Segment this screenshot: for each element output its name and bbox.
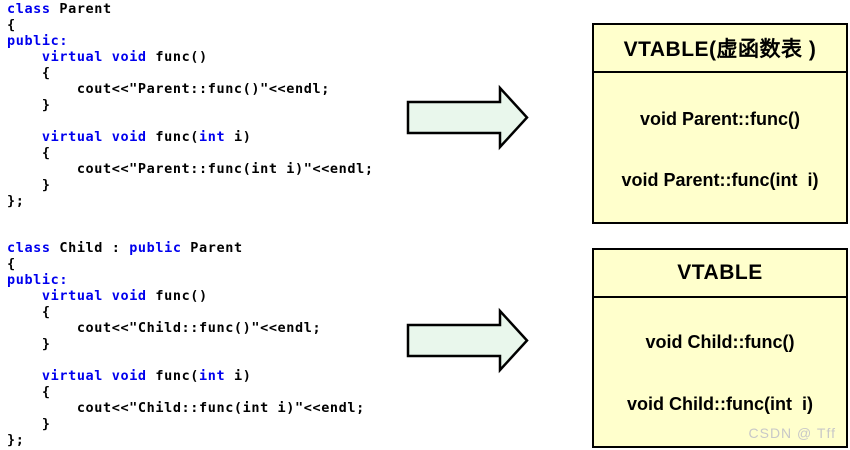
code-text: cout<<"Child::func(int i)"<<endl; <box>7 400 365 416</box>
code-text: } <box>7 416 51 432</box>
arrow-shape <box>406 84 529 151</box>
code-text: } <box>7 336 51 352</box>
code-keyword: class <box>7 240 51 256</box>
code-line: { <box>7 17 374 33</box>
code-text: cout<<"Child::func()"<<endl; <box>7 320 322 336</box>
code-line: { <box>7 304 365 320</box>
vtable-entry: void Child::func(int i) <box>627 394 813 414</box>
code-text: i) <box>225 129 252 145</box>
parent-vtable-title: VTABLE(虚函数表 ) <box>594 25 846 73</box>
right-arrow-icon <box>406 84 529 151</box>
code-keyword: void <box>111 288 147 304</box>
vtable-entry: void Parent::func(int i) <box>621 170 819 190</box>
code-text: cout<<"Parent::func(int i)"<<endl; <box>7 161 374 177</box>
code-line: { <box>7 256 365 272</box>
code-text: func() <box>146 49 208 65</box>
code-text: Parent <box>50 1 112 17</box>
parent-vtable-box: VTABLE(虚函数表 ) void Parent::func() void P… <box>592 23 848 224</box>
code-line: virtual void func(int i) <box>7 368 365 384</box>
code-text <box>103 129 112 145</box>
code-line: }; <box>7 193 374 209</box>
code-line: public: <box>7 272 365 288</box>
code-line: }; <box>7 432 365 448</box>
code-keyword: public: <box>7 272 69 288</box>
code-text: }; <box>7 432 25 448</box>
code-text: { <box>7 256 16 272</box>
code-line: } <box>7 177 374 193</box>
code-line: } <box>7 416 365 432</box>
code-text: func() <box>146 288 208 304</box>
code-line: virtual void func() <box>7 49 374 65</box>
code-line: } <box>7 97 374 113</box>
code-text: } <box>7 97 51 113</box>
child-class-code: class Child : public Parent{public: virt… <box>7 240 365 448</box>
code-text: Child : <box>50 240 130 256</box>
code-keyword: virtual <box>41 288 104 304</box>
code-text <box>7 129 42 145</box>
code-line: virtual void func() <box>7 288 365 304</box>
code-line: { <box>7 65 374 81</box>
code-text: { <box>7 304 51 320</box>
code-keyword: virtual <box>41 129 104 145</box>
code-text: { <box>7 145 51 161</box>
code-line: cout<<"Parent::func(int i)"<<endl; <box>7 161 374 177</box>
code-text: { <box>7 65 51 81</box>
csdn-watermark: CSDN @ Tff <box>748 425 836 441</box>
code-line: } <box>7 336 365 352</box>
child-vtable-title: VTABLE <box>594 250 846 298</box>
code-keyword: virtual <box>41 368 104 384</box>
code-keyword: void <box>111 49 147 65</box>
code-text: } <box>7 177 51 193</box>
code-text: func( <box>146 129 200 145</box>
code-text <box>7 49 42 65</box>
code-line: cout<<"Parent::func()"<<endl; <box>7 81 374 97</box>
code-line: { <box>7 145 374 161</box>
code-line: { <box>7 384 365 400</box>
code-text <box>103 288 112 304</box>
code-text <box>7 288 42 304</box>
code-line: cout<<"Child::func(int i)"<<endl; <box>7 400 365 416</box>
code-keyword: virtual <box>41 49 104 65</box>
code-text: Parent <box>181 240 243 256</box>
arrow-shape <box>406 307 529 374</box>
code-keyword: void <box>111 368 147 384</box>
right-arrow-icon <box>406 307 529 374</box>
code-keyword: class <box>7 1 51 17</box>
parent-class-code: class Parent{public: virtual void func()… <box>7 1 374 209</box>
code-line: cout<<"Child::func()"<<endl; <box>7 320 365 336</box>
code-text: }; <box>7 193 25 209</box>
code-text <box>7 368 42 384</box>
code-keyword: int <box>199 129 226 145</box>
child-vtable-box: VTABLE void Child::func() void Child::fu… <box>592 248 848 448</box>
code-text: { <box>7 17 16 33</box>
code-keyword: void <box>111 129 147 145</box>
code-line: virtual void func(int i) <box>7 129 374 145</box>
vtable-entry: void Child::func() <box>645 332 795 352</box>
code-text: i) <box>225 368 252 384</box>
code-line: class Child : public Parent <box>7 240 365 256</box>
code-keyword: int <box>199 368 226 384</box>
code-text <box>103 368 112 384</box>
code-text: { <box>7 384 51 400</box>
code-text <box>103 49 112 65</box>
code-line: class Parent <box>7 1 374 17</box>
code-keyword: public: <box>7 33 69 49</box>
code-line <box>7 113 374 129</box>
code-keyword: public <box>129 240 182 256</box>
code-line <box>7 352 365 368</box>
code-line: public: <box>7 33 374 49</box>
code-text: func( <box>146 368 200 384</box>
vtable-entry: void Parent::func() <box>640 109 800 129</box>
code-text: cout<<"Parent::func()"<<endl; <box>7 81 330 97</box>
